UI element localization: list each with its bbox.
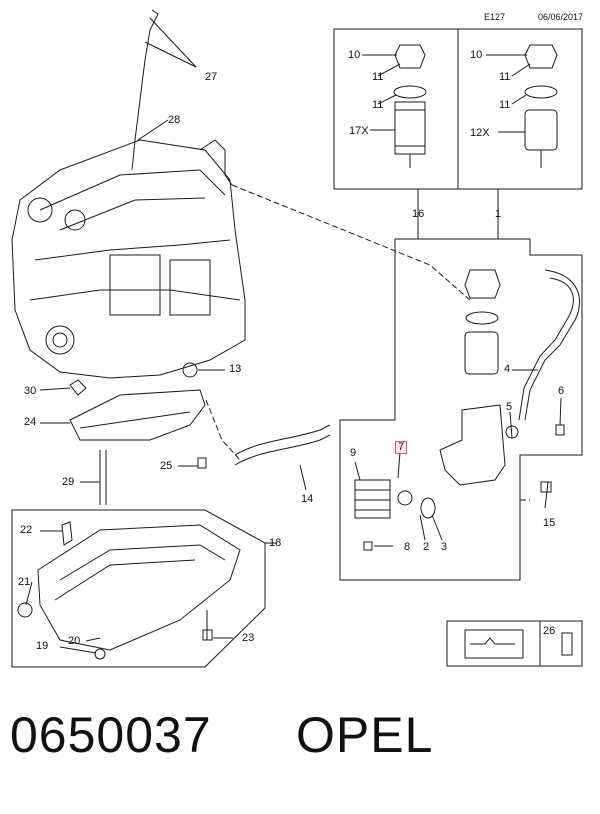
callout-24: 24: [24, 416, 37, 428]
box-left-callout-17x: 17X: [349, 125, 369, 137]
oil-pan-box: [11, 509, 266, 668]
callout-30: 30: [24, 385, 37, 397]
callout-23: 23: [242, 632, 255, 644]
box-right-callout-11b: 11: [499, 99, 511, 111]
filter-box-right: [457, 28, 583, 190]
diagram-date: 06/06/2017: [538, 12, 584, 22]
oil-pan: [37, 524, 241, 651]
callout-13: 13: [229, 363, 242, 375]
callout-5: 5: [506, 401, 513, 413]
note-legend: [539, 620, 583, 667]
filter-housing: [439, 404, 506, 486]
callout-20: 20: [68, 635, 81, 647]
callout-7-highlighted[interactable]: 7: [395, 441, 408, 454]
oil-pipe: [234, 424, 331, 456]
callout-19: 19: [36, 640, 49, 652]
callout-27: 27: [205, 71, 218, 83]
box-left-callout-11a: 11: [372, 71, 384, 83]
callout-28: 28: [168, 114, 181, 126]
callout-29: 29: [62, 476, 75, 488]
box-right-callout-10: 10: [470, 49, 483, 61]
diagram-code: E127: [484, 12, 506, 22]
callout-1: 1: [495, 208, 502, 220]
callout-21: 21: [18, 576, 31, 588]
callout-2: 2: [423, 541, 430, 553]
callout-14: 14: [301, 493, 314, 505]
pan-cover: [69, 389, 206, 441]
callout-15: 15: [543, 517, 556, 529]
callout-6: 6: [558, 385, 565, 397]
callout-16: 16: [412, 208, 425, 220]
brand-name: OPEL: [296, 707, 434, 763]
callout-26: 26: [543, 625, 556, 637]
service-legend: [446, 620, 541, 667]
callout-18: 18: [269, 537, 282, 549]
box-right-callout-12x: 12X: [470, 127, 490, 139]
callout-4: 4: [504, 363, 511, 375]
callout-22: 22: [20, 524, 33, 536]
part-number: 0650037: [10, 707, 212, 763]
callout-25: 25: [160, 460, 173, 472]
engine-block: [11, 139, 246, 379]
callout-8: 8: [404, 541, 411, 553]
box-left-callout-10: 10: [348, 49, 361, 61]
box-right-callout-11a: 11: [499, 71, 511, 83]
module-frame: [339, 238, 583, 581]
dipstick: [131, 9, 159, 171]
callout-3: 3: [441, 541, 448, 553]
callout-9: 9: [350, 447, 357, 459]
box-left-callout-11b: 11: [372, 99, 384, 111]
